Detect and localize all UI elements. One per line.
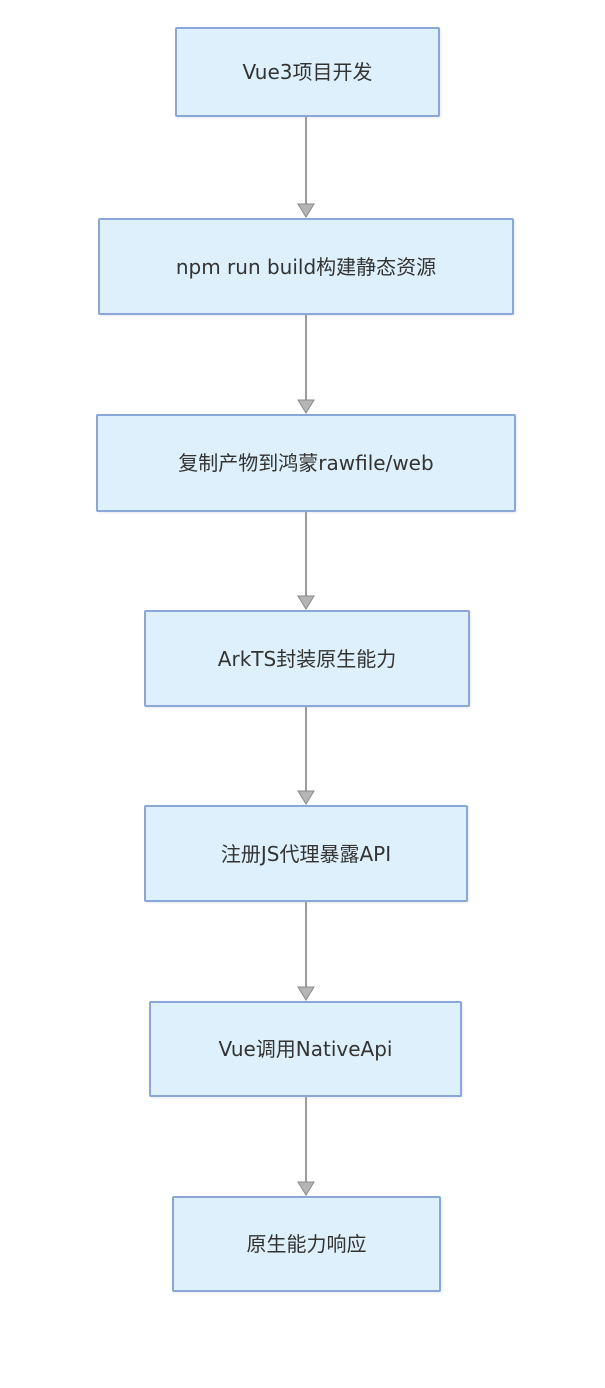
node-label: 注册JS代理暴露API <box>220 841 392 866</box>
node-label: npm run build构建静态资源 <box>175 254 437 279</box>
arrow-head-icon <box>297 1181 315 1196</box>
arrow-down-3 <box>297 512 315 610</box>
arrow-down-1 <box>297 117 315 218</box>
arrow-head-icon <box>297 595 315 610</box>
arrow-down-4 <box>297 707 315 805</box>
arrow-head-icon <box>297 399 315 414</box>
arrow-down-6 <box>297 1097 315 1196</box>
flowchart-node-vue-call-nativeapi: Vue调用NativeApi <box>149 1001 462 1097</box>
arrow-line <box>305 512 307 598</box>
flowchart-node-copy-rawfile: 复制产物到鸿蒙rawfile/web <box>96 414 516 512</box>
node-label: Vue3项目开发 <box>242 60 373 84</box>
arrow-head-icon <box>297 986 315 1001</box>
arrow-line <box>305 902 307 989</box>
flowchart-node-vue3-dev: Vue3项目开发 <box>175 27 440 117</box>
flowchart-node-native-response: 原生能力响应 <box>172 1196 441 1292</box>
arrow-head-icon <box>297 790 315 805</box>
arrow-line <box>305 117 307 206</box>
flowchart-node-arkts-wrap: ArkTS封装原生能力 <box>144 610 470 707</box>
flowchart-node-npm-build: npm run build构建静态资源 <box>98 218 514 315</box>
arrow-head-icon <box>297 203 315 218</box>
arrow-line <box>305 707 307 793</box>
arrow-down-5 <box>297 902 315 1001</box>
node-label: ArkTS封装原生能力 <box>217 646 397 671</box>
arrow-line <box>305 315 307 402</box>
arrow-line <box>305 1097 307 1184</box>
node-label: Vue调用NativeApi <box>218 1037 393 1061</box>
node-label: 复制产物到鸿蒙rawfile/web <box>178 451 434 475</box>
arrow-down-2 <box>297 315 315 414</box>
node-label: 原生能力响应 <box>246 1232 367 1256</box>
flowchart-node-register-js-proxy: 注册JS代理暴露API <box>144 805 468 902</box>
